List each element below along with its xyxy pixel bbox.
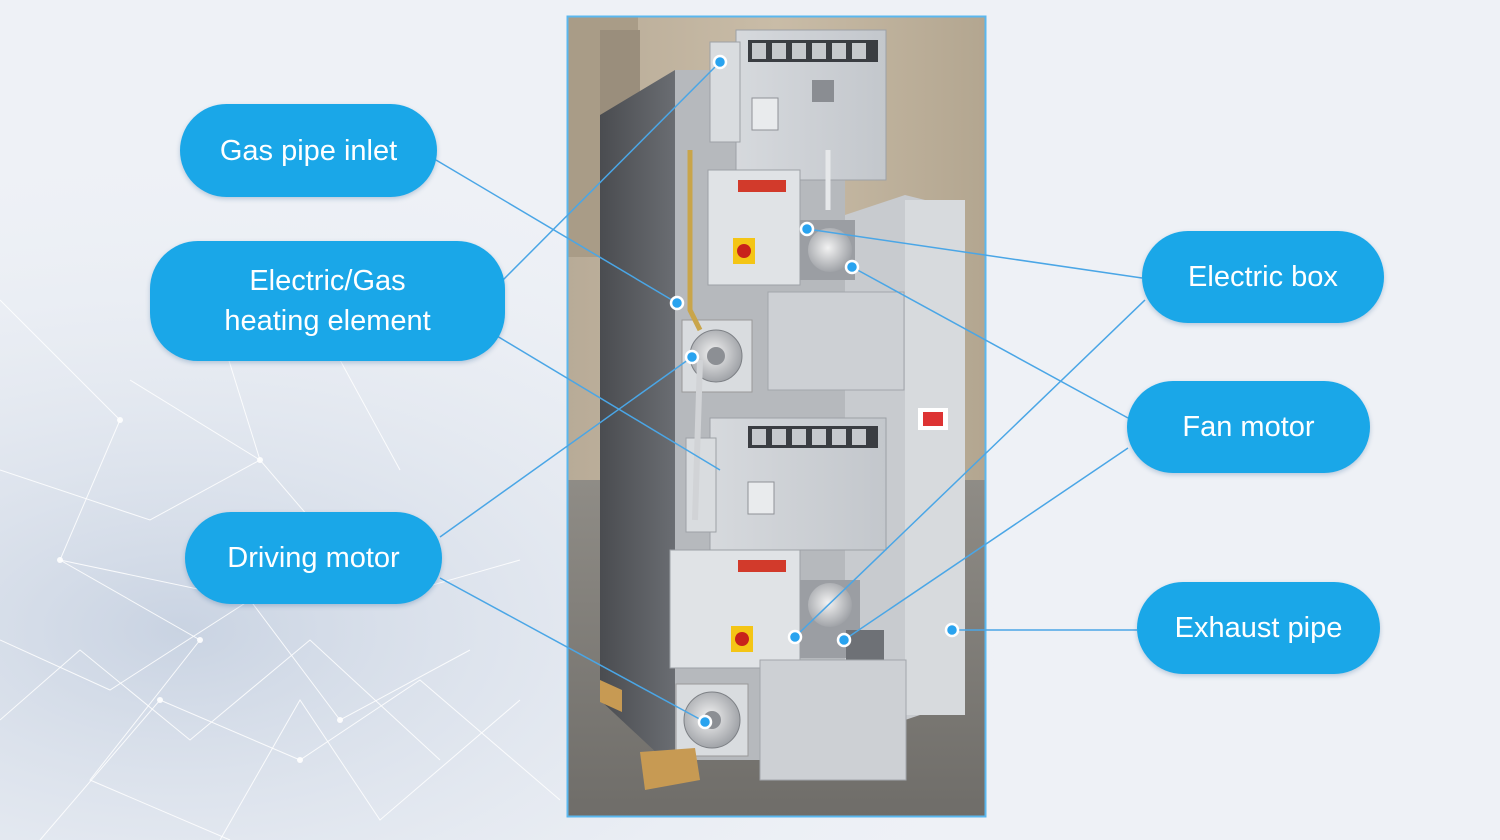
connector-heating-element-bottom bbox=[496, 335, 721, 471]
callout-dot-driving-motor-bottom bbox=[697, 714, 713, 730]
callout-dot-fan-motor-top bbox=[844, 259, 860, 275]
label-driving-motor-text: Driving motor bbox=[227, 542, 400, 574]
label-electric-gas-heating-element[interactable]: Electric/Gas heating element bbox=[150, 241, 505, 361]
label-fan-motor[interactable]: Fan motor bbox=[1127, 381, 1370, 473]
label-electric-box-text: Electric box bbox=[1188, 261, 1338, 293]
connector-driving-motor-bottom bbox=[439, 577, 706, 723]
label-fan-motor-text: Fan motor bbox=[1182, 411, 1315, 443]
label-exhaust-pipe-text: Exhaust pipe bbox=[1174, 612, 1343, 644]
label-electric-box[interactable]: Electric box bbox=[1142, 231, 1384, 323]
heater-cabinet bbox=[600, 29, 965, 790]
connector-driving-motor-top bbox=[439, 356, 693, 538]
label-heating-element-line1: Electric/Gas bbox=[249, 265, 406, 297]
callout-dot-gas-pipe-inlet bbox=[669, 295, 685, 311]
label-exhaust-pipe[interactable]: Exhaust pipe bbox=[1137, 582, 1380, 674]
callout-dot-fan-motor-bottom bbox=[836, 632, 852, 648]
callout-dot-electric-box-bottom bbox=[787, 629, 803, 645]
label-driving-motor[interactable]: Driving motor bbox=[185, 512, 442, 604]
heater-photo bbox=[566, 15, 987, 818]
callout-dot-heating-element-top bbox=[712, 54, 728, 70]
connector-electric-box-top bbox=[806, 228, 1143, 279]
connector-fan-motor-bottom bbox=[843, 447, 1129, 641]
connector-fan-motor-top bbox=[851, 266, 1129, 419]
connector-gas-pipe-inlet bbox=[435, 159, 678, 304]
motor bbox=[808, 583, 852, 627]
connector-heating-element-top bbox=[502, 61, 721, 281]
photo-frame bbox=[566, 15, 987, 818]
label-gas-pipe-inlet-text: Gas pipe inlet bbox=[219, 134, 398, 167]
callout-dot-electric-box-top bbox=[799, 221, 815, 237]
connector-electric-box-bottom bbox=[794, 299, 1146, 638]
label-gas-pipe-inlet[interactable]: Gas pipe inlet bbox=[180, 104, 437, 197]
label-heating-element-line2: heating element bbox=[224, 305, 431, 337]
callout-dot-driving-motor-top bbox=[684, 349, 700, 365]
callout-dot-exhaust-pipe bbox=[944, 622, 960, 638]
wooden-pallet bbox=[600, 680, 700, 790]
